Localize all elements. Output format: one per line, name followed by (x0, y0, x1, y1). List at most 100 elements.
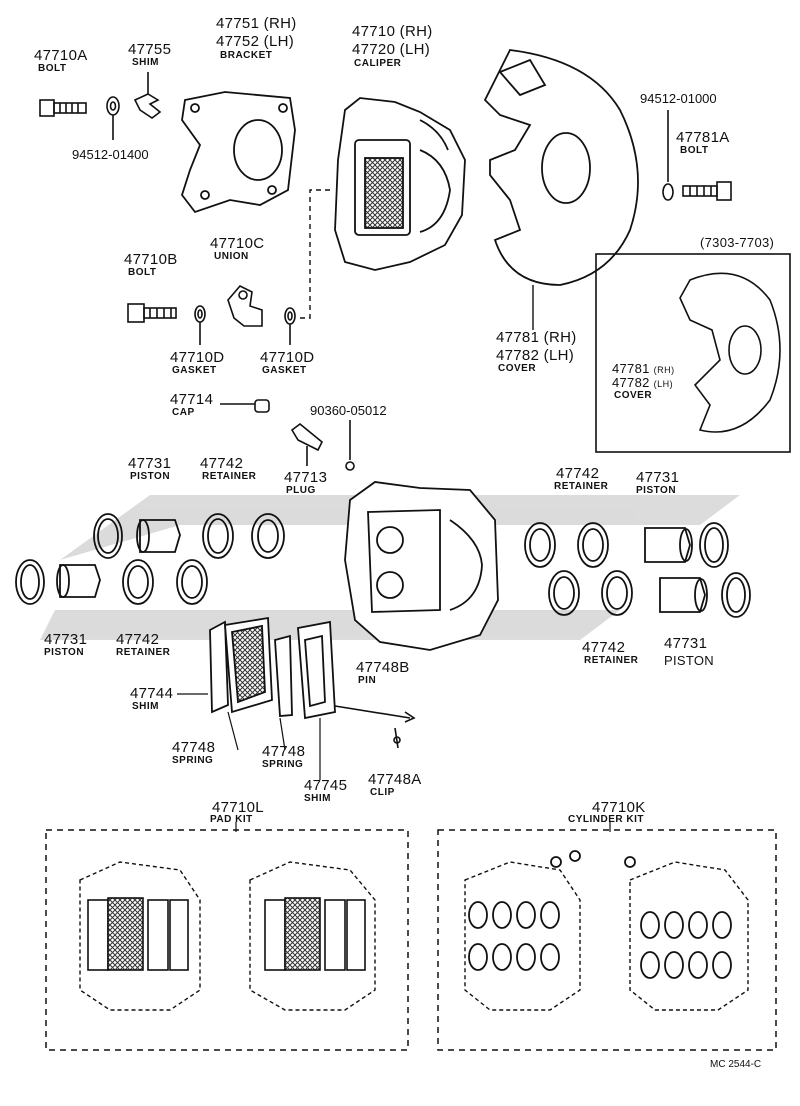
cylinder-kit-drawing (464, 861, 749, 1011)
label-47731-a-name: PISTON (130, 471, 171, 482)
label-47781-name: COVER (498, 363, 537, 374)
label-47731-b-num: 47731 (636, 469, 680, 486)
label-47710b-name: BOLT (128, 267, 157, 278)
label-47713-num: 47713 (284, 469, 328, 486)
label-47745-name: SHIM (304, 793, 331, 804)
label-47742-d-name: RETAINER (584, 655, 639, 666)
label-47781-num2: 47782 (LH) (496, 347, 575, 364)
left-seals (15, 513, 285, 605)
label-47781b-num2: 47782 (LH) (612, 376, 673, 389)
label-47748-b-num: 47748 (262, 743, 306, 760)
label-47742-b-name: RETAINER (554, 481, 609, 492)
cover-47781 (483, 49, 639, 286)
gasket-47710d-left (194, 305, 206, 345)
label-47710l-name: PAD KIT (210, 814, 253, 825)
label-94512-01000: 94512-01000 (640, 91, 717, 106)
leader-lines (177, 693, 321, 780)
label-47742-a-name: RETAINER (202, 471, 257, 482)
label-47781b-n1: 47781 (612, 361, 650, 376)
bracket-47751 (180, 91, 296, 214)
cylinder-kit-rings (468, 850, 732, 979)
label-47748a-num: 47748A (368, 771, 422, 788)
label-variant-range: (7303-7703) (700, 235, 775, 250)
label-47731-c-num: 47731 (44, 631, 88, 648)
label-47713-name: PLUG (286, 485, 316, 496)
label-47755-num: 47755 (128, 41, 172, 58)
label-47742-a-num: 47742 (200, 455, 244, 472)
pad-kit-drawing (79, 861, 376, 1011)
label-47755-name: SHIM (132, 57, 159, 68)
label-47710-num2: 47720 (LH) (352, 41, 431, 58)
label-47781b-name: COVER (614, 390, 653, 401)
footer-code: MC 2544-C (710, 1059, 762, 1070)
pad-kit-box (45, 829, 409, 1051)
label-47710c-name: UNION (214, 251, 249, 262)
label-47710-name: CALIPER (354, 58, 402, 69)
label-47751-name: BRACKET (220, 50, 273, 61)
label-47781b-lh: (LH) (653, 379, 674, 389)
label-47751-num1: 47751 (RH) (216, 15, 297, 32)
label-47710d-b-name: GASKET (262, 365, 307, 376)
label-47710c-num: 47710C (210, 235, 265, 252)
label-47714-num: 47714 (170, 391, 214, 408)
label-47748a-name: CLIP (370, 787, 395, 798)
label-47710a-name: BOLT (38, 63, 67, 74)
caliper-47710 (334, 97, 466, 271)
label-47731-c-name: PISTON (44, 647, 85, 658)
caliper-body (344, 481, 499, 651)
pad-kit-pads (87, 897, 366, 971)
bolt-47781a (682, 181, 732, 201)
leader-dashed (300, 189, 330, 319)
clip-47748a (393, 727, 401, 749)
label-47731-a-num: 47731 (128, 455, 172, 472)
gasket-47710d-right (284, 307, 296, 345)
label-47710k-name: CYLINDER KIT (568, 814, 644, 825)
bolt-47710b (127, 303, 177, 323)
label-47748-a-name: SPRING (172, 755, 214, 766)
shim-47755 (133, 72, 162, 119)
label-47714-name: CAP (172, 407, 195, 418)
label-47744-name: SHIM (132, 701, 159, 712)
union-47710c (227, 285, 263, 327)
label-47751-num2: 47752 (LH) (216, 33, 295, 50)
label-47710d-a-num: 47710D (170, 349, 225, 366)
label-47731-b-name: PISTON (636, 485, 677, 496)
pin-47748b (334, 705, 416, 723)
washer-94512-01400 (106, 96, 120, 140)
label-90360: 90360-05012 (310, 403, 387, 418)
label-47748b-num: 47748B (356, 659, 410, 676)
label-47744-num: 47744 (130, 685, 174, 702)
variant-box (595, 253, 791, 453)
label-47781a-num: 47781A (676, 129, 730, 146)
label-47742-c-num: 47742 (116, 631, 160, 648)
label-47710k-num: 47710K (592, 799, 646, 816)
label-47731-d-num: 47731 (664, 635, 708, 652)
label-47748-a-num: 47748 (172, 739, 216, 756)
label-47710d-a-name: GASKET (172, 365, 217, 376)
label-47748-b-name: SPRING (262, 759, 304, 770)
label-47781a-name: BOLT (680, 145, 709, 156)
cap-47714 (220, 399, 270, 413)
label-47710-num1: 47710 (RH) (352, 23, 433, 40)
label-47742-d-num: 47742 (582, 639, 626, 656)
label-47710l-num: 47710L (212, 799, 264, 816)
right-seals (524, 522, 751, 618)
washer-94512-01000 (662, 110, 674, 201)
label-47742-b-num: 47742 (556, 465, 600, 482)
cylinder-kit-box (437, 829, 777, 1051)
label-47710b-num: 47710B (124, 251, 178, 268)
plug-47713 (290, 422, 324, 466)
label-47742-c-name: RETAINER (116, 647, 171, 658)
label-47781b-num1: 47781 (RH) (612, 362, 675, 375)
label-47710d-b-num: 47710D (260, 349, 315, 366)
label-47781b-rh: (RH) (653, 365, 675, 375)
label-47781b-n2: 47782 (612, 375, 650, 390)
cover-variant (679, 272, 781, 433)
label-94512-01400: 94512-01400 (72, 147, 149, 162)
label-47781-num1: 47781 (RH) (496, 329, 577, 346)
ball-90360 (345, 420, 355, 471)
pad-assembly (209, 616, 336, 720)
label-47748b-name: PIN (358, 675, 377, 686)
label-47710a-num: 47710A (34, 47, 88, 64)
